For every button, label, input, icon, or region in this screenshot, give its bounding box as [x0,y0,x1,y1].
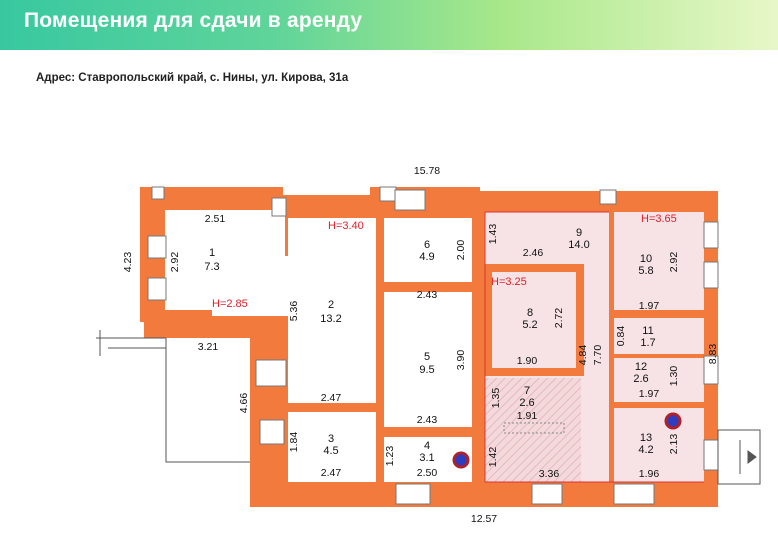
dim-r9-bottom: 3.36 [539,468,560,480]
room-1-number: 1 [209,247,215,259]
dim-r7-w: 1.91 [517,410,538,422]
dim-left-upper: 4.23 [122,252,134,273]
room-10-area: 5.8 [638,265,653,277]
room-8-number: 8 [527,307,533,319]
room-3-area: 4.5 [323,445,338,457]
room-4-area: 3.1 [419,452,434,464]
entrance-left [96,330,250,463]
entrance-right [717,429,761,485]
dim-r8-h: 2.72 [553,308,565,329]
room-4-number: 4 [424,440,430,452]
dim-r11-h: 0.84 [615,326,627,347]
room-3-number: 3 [328,433,334,445]
fixtures [452,412,682,469]
dim-r12-w: 1.97 [639,388,660,400]
dim-r8-w: 1.90 [517,355,538,367]
dim-top: 15.78 [414,165,440,177]
dim-r3-h: 1.84 [288,432,300,453]
dim-r2-w: 2.47 [321,392,342,404]
room-7-number: 7 [524,385,530,397]
windows [147,186,719,505]
room-9-number: 9 [576,227,582,239]
page-title: Помещения для сдачи в аренду [24,9,363,32]
dim-r7-h: 1.35 [490,388,502,409]
dim-r2-h: 5.36 [288,301,300,322]
room-6-number: 6 [424,239,430,251]
dim-r9-h4: 1.42 [487,447,499,468]
room-8-area: 5.2 [522,319,537,331]
room-12-area: 2.6 [633,373,648,385]
room-11-area: 1.7 [640,337,655,349]
height-label-3: H=3.25 [491,276,527,288]
room-12-number: 12 [635,361,647,373]
room-10-number: 10 [640,253,652,265]
height-label-2: H=2.85 [212,298,248,310]
dim-r12-h: 1.30 [668,366,680,387]
dim-right: 8.83 [707,344,719,365]
dim-r3-w: 2.47 [321,467,342,479]
dim-r6-h: 2.00 [455,240,467,261]
room-2-area: 13.2 [320,313,341,325]
height-label-1: H=3.40 [328,220,364,232]
dim-r9-h: 1.43 [487,224,499,245]
dim-r10-w: 1.97 [639,300,660,312]
address-line: Адрес: Ставропольский край, с. Нины, ул.… [36,72,349,84]
room-13-number: 13 [640,432,652,444]
dim-left-lower: 4.66 [238,393,250,414]
header-banner: Помещения для сдачи в аренду [0,0,778,50]
room-13-area: 4.2 [638,444,653,456]
dim-r1-h: 2.92 [169,252,181,273]
rooms-right [484,211,704,483]
room-7-area: 2.6 [519,397,534,409]
height-label-4: H=3.65 [641,213,677,225]
dim-r9-h3: 7.70 [592,345,604,366]
dim-bottom: 12.57 [471,513,497,525]
dim-r5-w-bottom: 2.43 [417,414,438,426]
room-6-area: 4.9 [419,251,434,263]
room-9-area: 14.0 [568,239,589,251]
dim-r5-w-top: 2.43 [417,289,438,301]
dim-r4-w: 2.50 [417,467,438,479]
dim-r10-h: 2.92 [668,252,680,273]
dim-r13-w: 1.96 [639,468,660,480]
room-11-number: 11 [642,325,653,337]
dim-r13-h: 2.13 [668,434,680,455]
dim-r4-h: 1.23 [384,446,396,467]
dim-r9-h2: 4.84 [577,345,589,366]
dim-r9-w: 2.46 [523,247,544,259]
room-5-number: 5 [424,351,430,363]
dim-r5-h: 3.90 [455,350,467,371]
room-5-area: 9.5 [419,364,434,376]
dim-r1-bottom: 3.21 [198,341,219,353]
dim-r1-w: 2.51 [205,213,226,225]
room-2-number: 2 [328,299,334,311]
room-1-area: 7.3 [204,261,219,273]
